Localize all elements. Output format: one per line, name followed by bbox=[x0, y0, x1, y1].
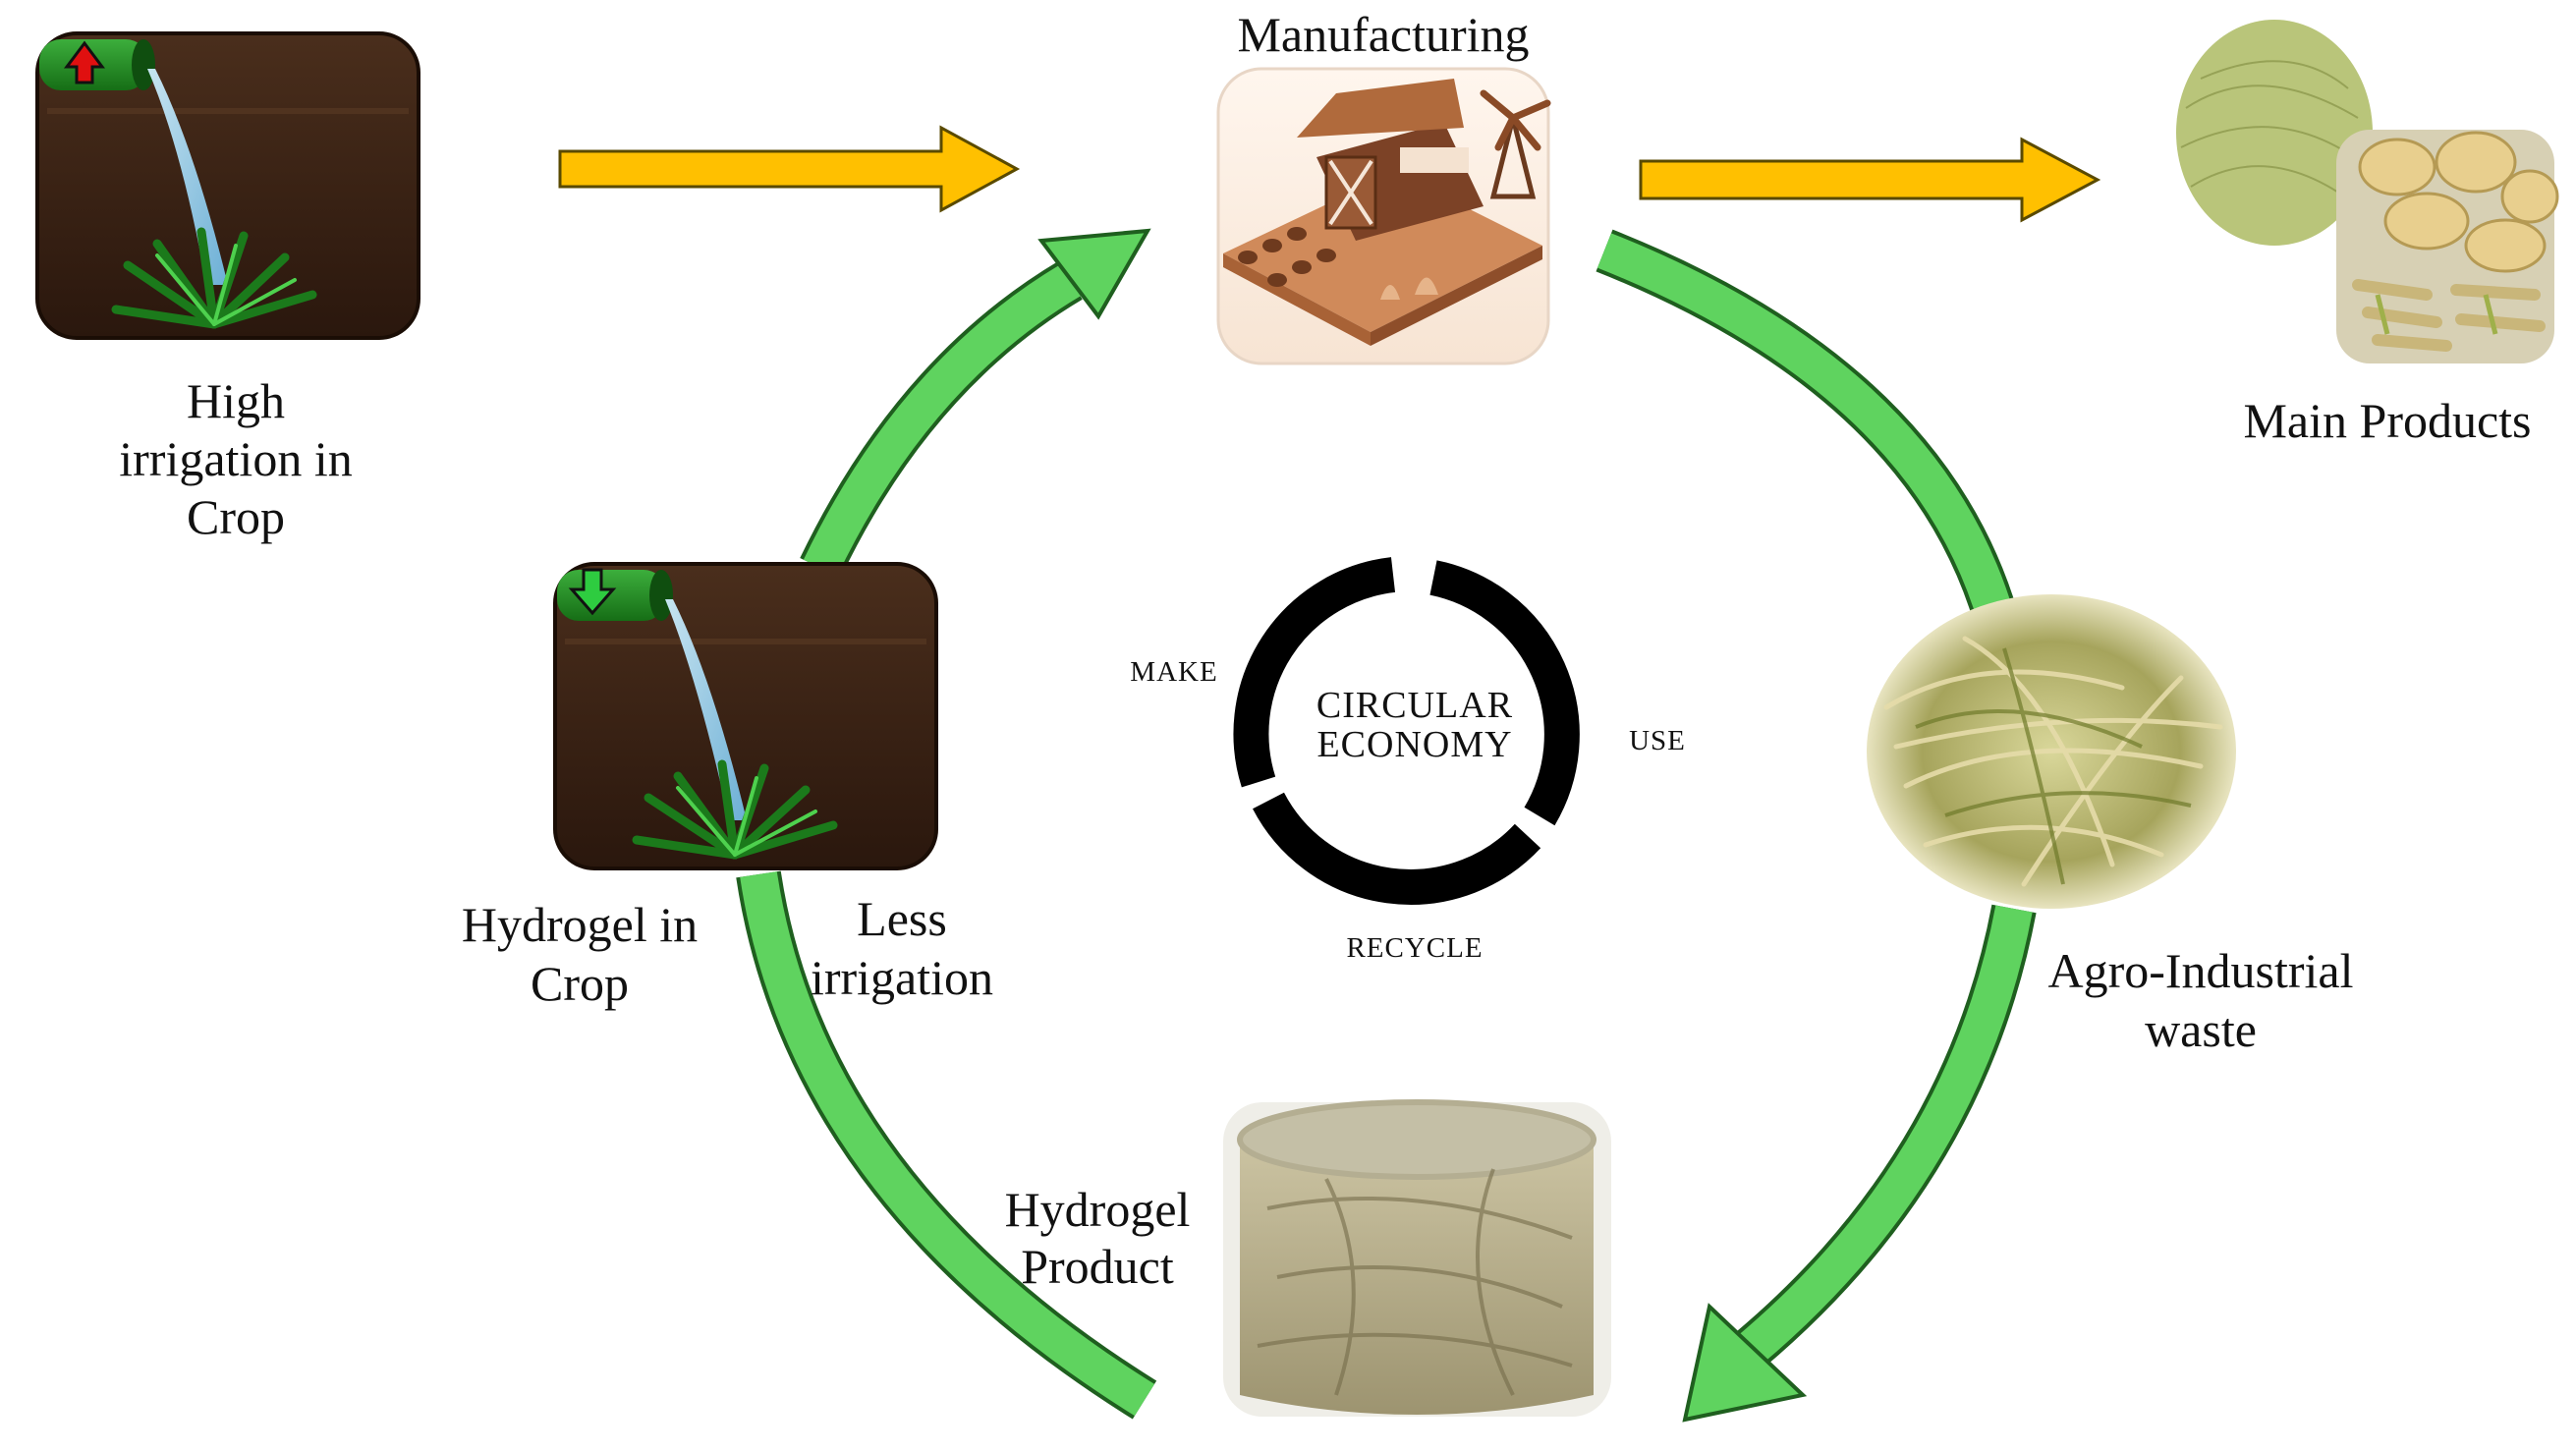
yellow-arrow-to-main-products bbox=[1639, 137, 2101, 223]
high-irrigation-icon bbox=[35, 31, 420, 340]
hydrogel-jar-photo bbox=[1223, 1099, 1611, 1417]
green-arrow-manufacturing-to-waste bbox=[1596, 229, 2019, 626]
less-irrigation-label: Less irrigation bbox=[811, 891, 993, 1005]
svg-text:waste: waste bbox=[2145, 1002, 2257, 1057]
ring-segment-make bbox=[1233, 557, 1396, 788]
ring-segment-recycle bbox=[1253, 792, 1541, 905]
svg-text:High: High bbox=[187, 373, 285, 428]
svg-text:Crop: Crop bbox=[531, 956, 629, 1011]
red-up-arrow-icon bbox=[64, 40, 105, 84]
low-irrigation-icon bbox=[553, 562, 938, 870]
hydrogel-in-crop-label: Hydrogel in Crop bbox=[462, 897, 698, 1011]
svg-text:Hydrogel in: Hydrogel in bbox=[462, 897, 698, 952]
manufacturing-label: Manufacturing bbox=[1237, 7, 1529, 62]
svg-text:Agro-Industrial: Agro-Industrial bbox=[2047, 943, 2353, 998]
green-arrow-waste-to-hydrogel bbox=[1682, 904, 2037, 1423]
green-down-arrow-icon bbox=[568, 568, 617, 616]
circular-economy-ring: CIRCULAR ECONOMY MAKE USE RECYCLE bbox=[1130, 557, 1686, 964]
farm-barn-windmill-icon bbox=[1216, 67, 1551, 365]
high-irrigation-label: High irrigation in Crop bbox=[119, 373, 352, 544]
svg-text:Product: Product bbox=[1021, 1239, 1174, 1294]
ring-segment-use bbox=[1429, 560, 1580, 826]
svg-text:irrigation in: irrigation in bbox=[119, 431, 352, 486]
recycle-label: RECYCLE bbox=[1346, 932, 1483, 964]
green-arrow-hydrogel-to-crop bbox=[736, 870, 1157, 1420]
main-products-label: Main Products bbox=[2243, 393, 2531, 448]
use-label: USE bbox=[1629, 725, 1686, 756]
circular-economy-title-line1: CIRCULAR bbox=[1316, 685, 1513, 726]
yellow-arrow-to-manufacturing bbox=[558, 125, 1021, 213]
fibrous-waste-photo bbox=[1867, 594, 2236, 909]
svg-text:irrigation: irrigation bbox=[811, 950, 993, 1005]
fiber-products-photo bbox=[2176, 20, 2559, 363]
agro-waste-label: Agro-Industrial waste bbox=[2047, 943, 2353, 1057]
svg-text:Crop: Crop bbox=[187, 489, 285, 544]
green-arrow-crop-to-manufacturing bbox=[800, 228, 1151, 578]
svg-text:Less: Less bbox=[857, 891, 947, 946]
circular-economy-title-line2: ECONOMY bbox=[1316, 724, 1512, 765]
make-label: MAKE bbox=[1130, 656, 1217, 688]
hydrogel-product-label: Hydrogel Product bbox=[1005, 1182, 1191, 1294]
svg-text:Hydrogel: Hydrogel bbox=[1005, 1182, 1191, 1237]
